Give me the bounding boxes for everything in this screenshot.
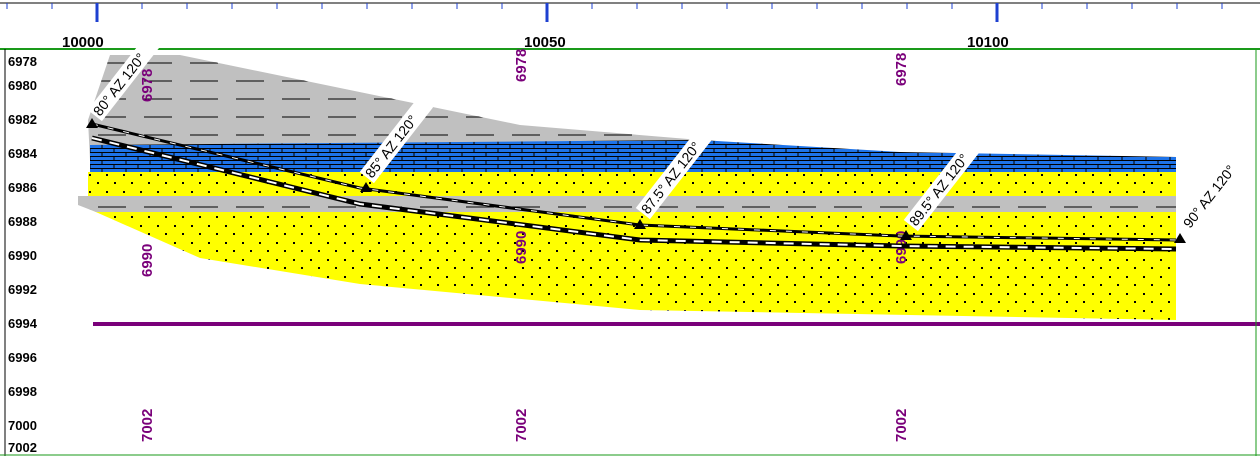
depth-axis: 6978 6980 6982 6984 6986 6988 6990 6992 …	[4, 49, 38, 456]
depth-label: 6986	[8, 180, 37, 195]
depth-label: 7000	[8, 418, 37, 433]
grid-label: 6990	[139, 244, 156, 277]
station-marker-icon	[86, 118, 98, 128]
ruler-label-10000: 10000	[62, 34, 104, 51]
depth-label: 6978	[8, 54, 37, 69]
well-paths[interactable]	[86, 118, 1186, 252]
depth-label: 6982	[8, 112, 37, 127]
grid-label: 6990	[513, 231, 530, 264]
depth-label: 6988	[8, 214, 37, 229]
grid-label: 7002	[513, 409, 530, 442]
depth-label: 6996	[8, 350, 37, 365]
grid-label: 6978	[893, 53, 910, 86]
grid-label: 6978	[139, 69, 156, 102]
depth-label: 6992	[8, 282, 37, 297]
grid-label: 7002	[893, 409, 910, 442]
projected-well-path-dashes	[91, 137, 1177, 250]
depth-label: 7002	[8, 440, 37, 455]
grid-labels: 6978 6978 6978 6990 6990 6990 7002 7002 …	[139, 49, 910, 442]
shale-band	[78, 196, 1176, 212]
geologic-layers	[78, 55, 1176, 320]
grid-label: 7002	[139, 409, 156, 442]
ruler-ticks	[6, 3, 1223, 22]
depth-label: 6998	[8, 384, 37, 399]
top-ruler: 10000 10050 10100	[0, 0, 1260, 51]
station-label: 90° AZ 120°	[1180, 162, 1239, 231]
grid-label: 6978	[513, 49, 530, 82]
ruler-label-10050: 10050	[524, 34, 566, 51]
station-marker-icon	[360, 182, 372, 192]
depth-label: 6984	[8, 146, 38, 161]
sand-layer-lower	[80, 205, 1176, 320]
depth-label: 6994	[8, 316, 38, 331]
limestone-layer	[90, 140, 1176, 172]
shale-wedge	[88, 55, 1176, 160]
station-marker-icon	[634, 219, 646, 229]
ruler-label-10100: 10100	[967, 34, 1009, 51]
station-marker-icon	[900, 230, 912, 240]
depth-label: 6990	[8, 248, 37, 263]
station-marker-icon	[1174, 233, 1186, 243]
depth-label: 6980	[8, 78, 37, 93]
